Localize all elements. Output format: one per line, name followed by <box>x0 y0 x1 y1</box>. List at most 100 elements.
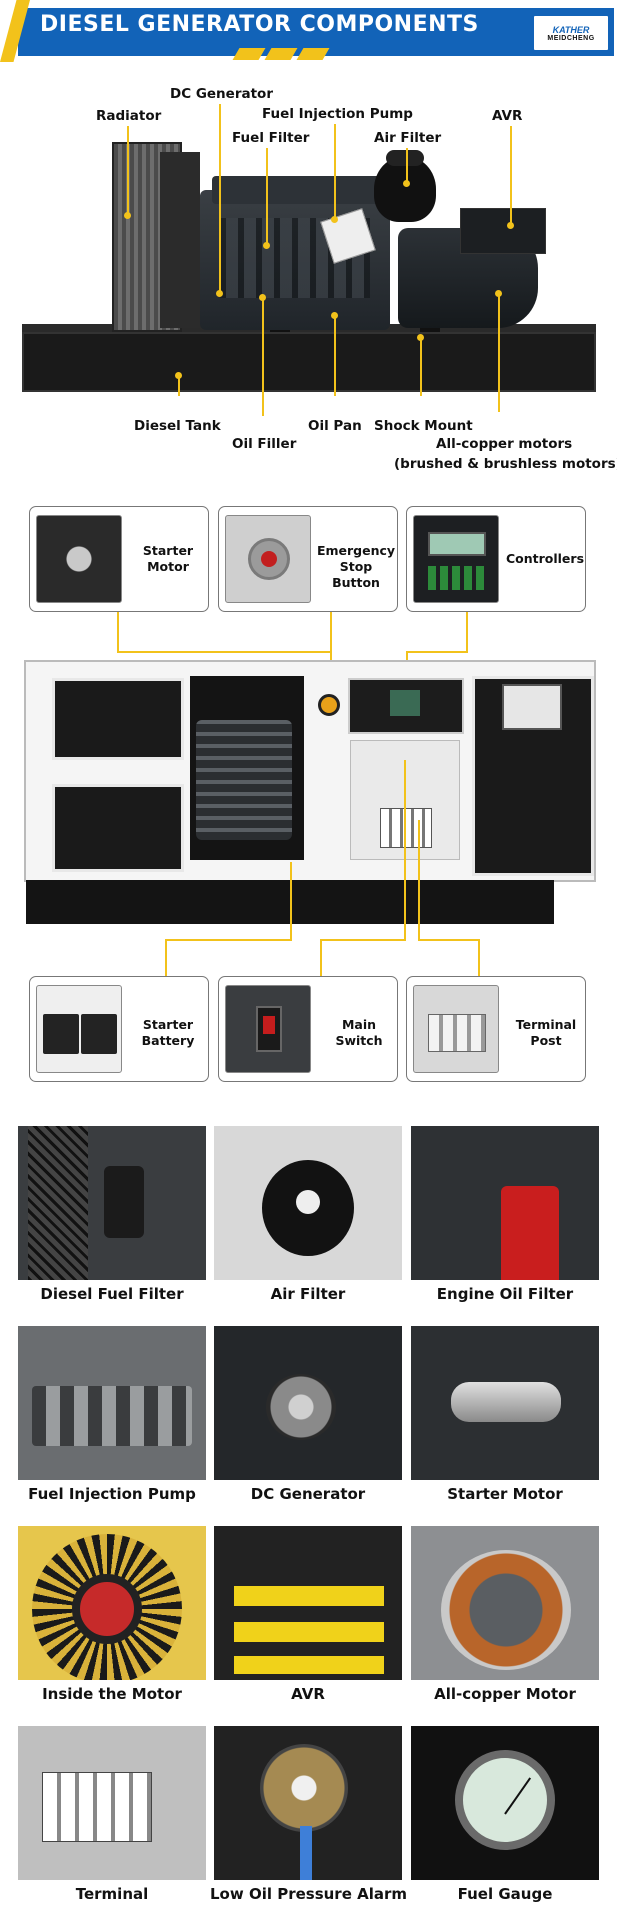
label-radiator: Radiator <box>96 108 162 124</box>
photo-terminal <box>18 1726 206 1880</box>
label-avr: AVR <box>492 108 523 124</box>
leader-diesel-tank <box>178 376 180 396</box>
leader-shock-mount <box>420 338 422 396</box>
leader-dot <box>259 294 266 301</box>
leader-dot <box>124 212 131 219</box>
emergency-stop-image <box>225 515 311 603</box>
connector-line <box>165 939 292 941</box>
photo-avr <box>214 1526 402 1680</box>
starter-motor-image <box>36 515 122 603</box>
connector-line <box>466 612 468 652</box>
leader-dot <box>331 216 338 223</box>
label-oil-pan: Oil Pan <box>308 418 362 434</box>
controller-image <box>413 515 499 603</box>
caption-avr: AVR <box>291 1685 325 1703</box>
label-diesel-tank: Diesel Tank <box>134 418 221 434</box>
control-cabinet-image <box>348 678 464 734</box>
starter-battery-image <box>36 985 122 1073</box>
card-starter-battery: Starter Battery <box>29 976 209 1082</box>
terminal-post-image <box>413 985 499 1073</box>
leader-fuel-injection-pump <box>334 124 336 220</box>
brand-logo-bottom: MEIDCHENG <box>547 34 595 42</box>
canopy-door-panel <box>52 678 184 760</box>
caption-all-copper-motor: All-copper Motor <box>434 1685 576 1703</box>
card-starter-motor: Starter Motor <box>29 506 209 612</box>
leader-dot <box>331 312 338 319</box>
leader-dot <box>216 290 223 297</box>
label-fuel-injection-pump: Fuel Injection Pump <box>262 106 413 122</box>
label-shock-mount: Shock Mount <box>374 418 473 434</box>
connector-line <box>404 760 406 940</box>
leader-dot <box>403 180 410 187</box>
photo-air-filter <box>214 1126 402 1280</box>
connector-line <box>117 612 119 652</box>
leader-dot <box>263 242 270 249</box>
card-main-switch: Main Switch <box>218 976 398 1082</box>
connector-line <box>320 939 406 941</box>
label-motors-line1: All-copper motors <box>436 436 573 452</box>
caption-starter-motor: Starter Motor <box>447 1485 563 1503</box>
leader-oil-pan <box>334 316 336 396</box>
photo-engine-oil-filter <box>411 1126 599 1280</box>
leader-dc-generator <box>219 104 221 294</box>
brand-logo: KATHER MEIDCHENG <box>532 14 610 52</box>
card-label: Emergency Stop Button <box>316 543 396 590</box>
label-dc-generator: DC Generator <box>170 86 273 102</box>
page-title: DIESEL GENERATOR COMPONENTS <box>40 12 479 37</box>
label-fuel-filter: Fuel Filter <box>232 130 310 146</box>
connector-line <box>418 939 480 941</box>
engine-top-image <box>212 176 382 204</box>
connector-line <box>418 820 420 940</box>
card-label: Starter Battery <box>141 1017 195 1048</box>
leader-air-filter <box>406 148 408 184</box>
avr-box-image <box>460 208 546 254</box>
connector-line <box>320 939 322 977</box>
card-emergency-stop: Emergency Stop Button <box>218 506 398 612</box>
photo-starter-motor <box>411 1326 599 1480</box>
air-filter-cap-image <box>386 150 424 166</box>
door-window-image <box>502 684 562 730</box>
leader-dot <box>507 222 514 229</box>
breaker-box-image <box>380 808 432 848</box>
photo-all-copper-motor <box>411 1526 599 1680</box>
leader-fuel-filter <box>266 148 268 246</box>
connector-line <box>290 862 292 940</box>
caption-air-filter: Air Filter <box>270 1285 346 1303</box>
caption-fuel-gauge: Fuel Gauge <box>457 1885 553 1903</box>
photo-low-oil-pressure-alarm <box>214 1726 402 1880</box>
connector-line <box>165 939 167 977</box>
caption-engine-oil-filter: Engine Oil Filter <box>436 1285 574 1303</box>
main-switch-image <box>225 985 311 1073</box>
header-accent-bars <box>232 48 330 60</box>
photo-inside-the-motor <box>18 1526 206 1680</box>
card-label: Starter Motor <box>142 543 194 574</box>
label-air-filter: Air Filter <box>374 130 442 146</box>
genset-diagram: DC Generator Radiator Fuel Injection Pum… <box>0 62 617 480</box>
caption-dc-generator: DC Generator <box>250 1485 366 1503</box>
control-screen-image <box>390 690 420 716</box>
engine-in-bay-image <box>196 720 292 840</box>
photo-fuel-gauge <box>411 1726 599 1880</box>
page-header: DIESEL GENERATOR COMPONENTS KATHER MEIDC… <box>0 0 617 62</box>
connector-line <box>330 612 332 692</box>
leader-motors <box>498 294 500 412</box>
card-label: Controllers <box>505 551 585 566</box>
leader-radiator <box>127 126 129 216</box>
card-label: Main Switch <box>335 1017 383 1048</box>
caption-terminal: Terminal <box>75 1885 149 1903</box>
radiator-frame-image <box>160 152 200 328</box>
caption-diesel-fuel-filter: Diesel Fuel Filter <box>40 1285 184 1303</box>
card-controllers: Controllers <box>406 506 586 612</box>
leader-dot <box>495 290 502 297</box>
card-label: Terminal Post <box>515 1017 577 1048</box>
leader-avr <box>510 126 512 226</box>
diesel-tank-base <box>22 332 596 392</box>
leader-dot <box>175 372 182 379</box>
connector-line <box>117 651 331 653</box>
caption-low-oil-pressure-alarm: Low Oil Pressure Alarm <box>210 1885 407 1903</box>
air-filter-image <box>374 156 436 222</box>
photo-diesel-fuel-filter <box>18 1126 206 1280</box>
caption-inside-the-motor: Inside the Motor <box>42 1685 182 1703</box>
leader-dot <box>417 334 424 341</box>
connector-line <box>406 651 468 653</box>
